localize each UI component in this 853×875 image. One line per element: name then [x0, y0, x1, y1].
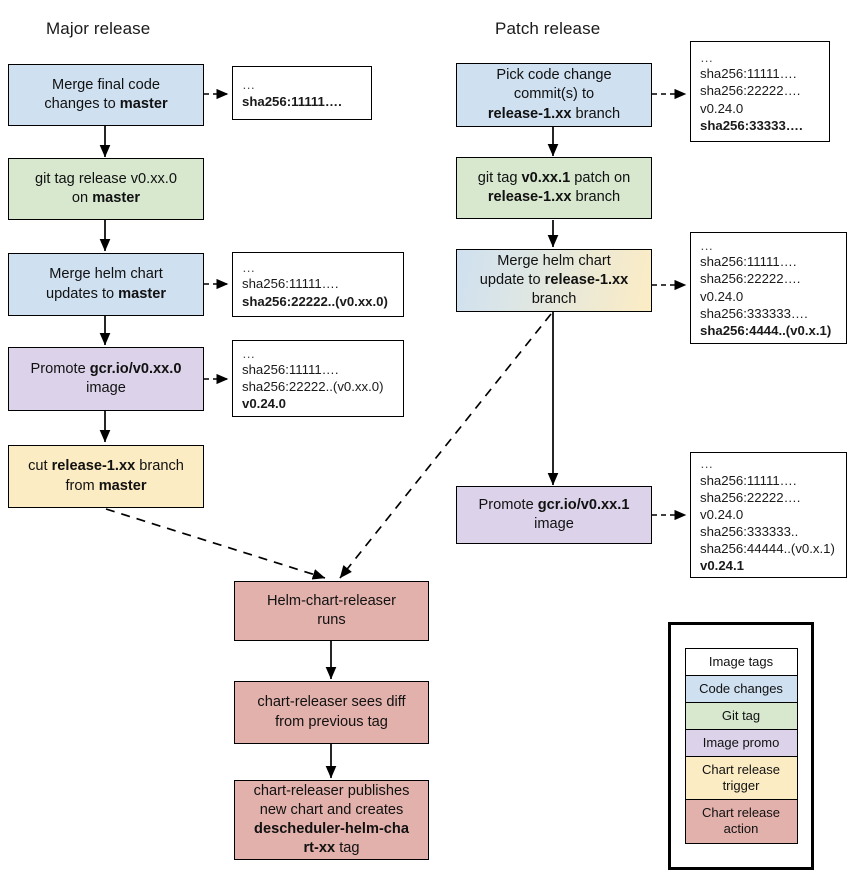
legend-item-image-tags: Image tags — [684, 648, 798, 677]
tagbox-line: sha256:11111…. — [700, 66, 797, 82]
tagbox-line: sha256:4444..(v0.x.1) — [700, 322, 832, 338]
node-label-line: from previous tag — [275, 713, 388, 730]
node-label: Helm-chart-releaser runs — [241, 592, 422, 631]
column-title-patch-release: Patch release — [495, 19, 601, 38]
node-label: Merge final code changes to master — [15, 76, 197, 115]
node-label-line: commit(s) to — [513, 86, 595, 103]
node-label: chart-releaser sees diff from previous ta… — [241, 693, 422, 732]
node-label-line: git tag v0.xx.1 patch on — [477, 169, 631, 186]
tagbox-line: v0.24.0 — [700, 288, 744, 304]
node-label-line: release-1.xx branch — [487, 105, 621, 122]
tagbox-line: v0.24.0 — [242, 396, 286, 412]
node-label-line: branch — [531, 291, 577, 308]
node-merge-helm-chart-master[interactable]: Merge helm chart updates to master — [8, 253, 204, 316]
node-chart-releaser-publishes[interactable]: chart-releaser publishes new chart and cr… — [234, 780, 429, 860]
tagbox-line: sha256:22222..(v0.xx.0) — [242, 293, 388, 309]
node-label-line: Merge helm chart — [49, 266, 163, 283]
node-label-line: runs — [317, 612, 346, 628]
node-label: Merge helm chart updates to master — [15, 265, 197, 304]
node-label-line: updates to master — [45, 285, 167, 302]
tagbox-after-promote-major: …sha256:11111…. sha256:22222..(v0.xx.0)v0… — [232, 340, 404, 417]
node-label-line: on master — [71, 190, 141, 206]
tagbox-line: v0.24.1 — [700, 558, 744, 574]
tagbox-line: sha256:11111…. — [242, 361, 339, 377]
node-git-tag-patch[interactable]: git tag v0.xx.1 patch on release-1.xx bra… — [456, 157, 652, 219]
node-label: cut release-1.xx branch from master — [15, 457, 197, 496]
node-label-line: new chart and creates — [259, 801, 404, 818]
node-label: Pick code change commit(s) to release-1.xx… — [463, 66, 645, 124]
legend-item-code-changes: Code changes — [684, 675, 798, 704]
node-label: git tag release v0.xx.0 on master — [15, 170, 197, 209]
tagbox-ellipsis: … — [242, 260, 257, 276]
node-label: chart-releaser publishes new chart and cr… — [241, 782, 422, 859]
tagbox-ellipsis: … — [700, 456, 715, 472]
tagbox-line: sha256:22222…. — [700, 83, 801, 99]
node-label: Promote gcr.io/v0.xx.0 image — [15, 360, 197, 399]
node-label-line: cut release-1.xx branch — [28, 458, 184, 475]
tagbox-line: sha256:11111…. — [700, 472, 797, 488]
tagbox-line: sha256:44444..(v0.x.1) — [700, 541, 835, 557]
node-label-line: Pick code change — [496, 67, 612, 84]
legend-item-git-tag: Git tag — [684, 702, 798, 731]
tagbox-line: v0.24.0 — [700, 100, 744, 116]
node-merge-helm-chart-release[interactable]: Merge helm chart update to release-1.xx br… — [456, 249, 652, 312]
node-cut-release-branch[interactable]: cut release-1.xx branch from master — [8, 445, 204, 508]
tagbox-ellipsis: … — [700, 50, 715, 66]
tagbox-after-merge-final-code: …sha256:11111…. — [232, 66, 372, 120]
tagbox-ellipsis: … — [700, 238, 715, 253]
node-label: Promote gcr.io/v0.xx.1 image — [463, 496, 645, 535]
node-label-line: Merge helm chart — [497, 252, 611, 269]
node-label: git tag v0.xx.1 patch on release-1.xx bra… — [463, 169, 645, 208]
node-git-tag-release[interactable]: git tag release v0.xx.0 on master — [8, 158, 204, 220]
node-label-line: chart-releaser sees diff — [257, 694, 406, 711]
tagbox-line: sha256:22222…. — [700, 271, 801, 287]
node-label-line: Promote gcr.io/v0.xx.0 — [30, 360, 182, 377]
node-label-line: changes to master — [44, 96, 168, 112]
node-label: Merge helm chart update to release-1.xx br… — [463, 252, 645, 310]
tagbox-line: sha256:11111…. — [242, 276, 339, 292]
node-label-line: Merge final code — [52, 76, 160, 93]
node-promote-image-patch[interactable]: Promote gcr.io/v0.xx.1 image — [456, 486, 652, 544]
node-label-line: image — [86, 380, 126, 396]
node-label-line: release-1.xx branch — [487, 189, 621, 205]
tagbox-line: v0.24.0 — [700, 506, 744, 522]
node-chart-releaser-sees-diff[interactable]: chart-releaser sees diff from previous ta… — [234, 681, 429, 744]
column-title-major-release: Major release — [46, 19, 151, 38]
node-pick-code-change[interactable]: Pick code change commit(s) to release-1.xx… — [456, 63, 652, 127]
tagbox-line: sha256:33333…. — [700, 117, 803, 133]
tagbox-line: sha256:333333…. — [700, 305, 808, 321]
legend-item-chart-release-action: Chart release action — [684, 799, 798, 844]
node-label-line: Helm-chart-releaser — [267, 592, 396, 609]
node-label-line: chart-releaser publishes — [253, 782, 410, 799]
tagbox-line: sha256:11111…. — [242, 93, 342, 109]
node-label-line: rt-xx tag — [303, 840, 360, 857]
node-promote-image-major[interactable]: Promote gcr.io/v0.xx.0 image — [8, 347, 204, 411]
node-label-line: descheduler-helm-cha — [254, 821, 409, 837]
tagbox-ellipsis: … — [242, 345, 257, 361]
node-label-line: from master — [65, 477, 147, 494]
node-helm-chart-releaser-runs[interactable]: Helm-chart-releaser runs — [234, 581, 429, 641]
legend-item-chart-release-trigger: Chart release trigger — [684, 755, 798, 801]
node-merge-final-code[interactable]: Merge final code changes to master — [8, 64, 204, 126]
tagbox-line: sha256:11111…. — [700, 254, 797, 270]
node-label-line: Promote gcr.io/v0.xx.1 — [478, 496, 630, 513]
node-label-line: git tag release v0.xx.0 — [35, 170, 177, 187]
tagbox-line: sha256:333333.. — [700, 524, 799, 540]
tagbox-line: sha256:22222..(v0.xx.0) — [242, 379, 384, 395]
node-label-line: image — [534, 516, 574, 532]
tagbox-after-promote-patch: …sha256:11111….sha256:22222….v0.24.0 sha2… — [690, 452, 847, 578]
node-label-line: update to release-1.xx — [479, 271, 629, 288]
legend-item-image-promo: Image promo — [684, 729, 798, 758]
tagbox-after-merge-helm-master: …sha256:11111….sha256:22222..(v0.xx.0) — [232, 252, 404, 317]
tagbox-ellipsis: … — [242, 77, 257, 93]
tagbox-line: sha256:22222…. — [700, 489, 801, 505]
